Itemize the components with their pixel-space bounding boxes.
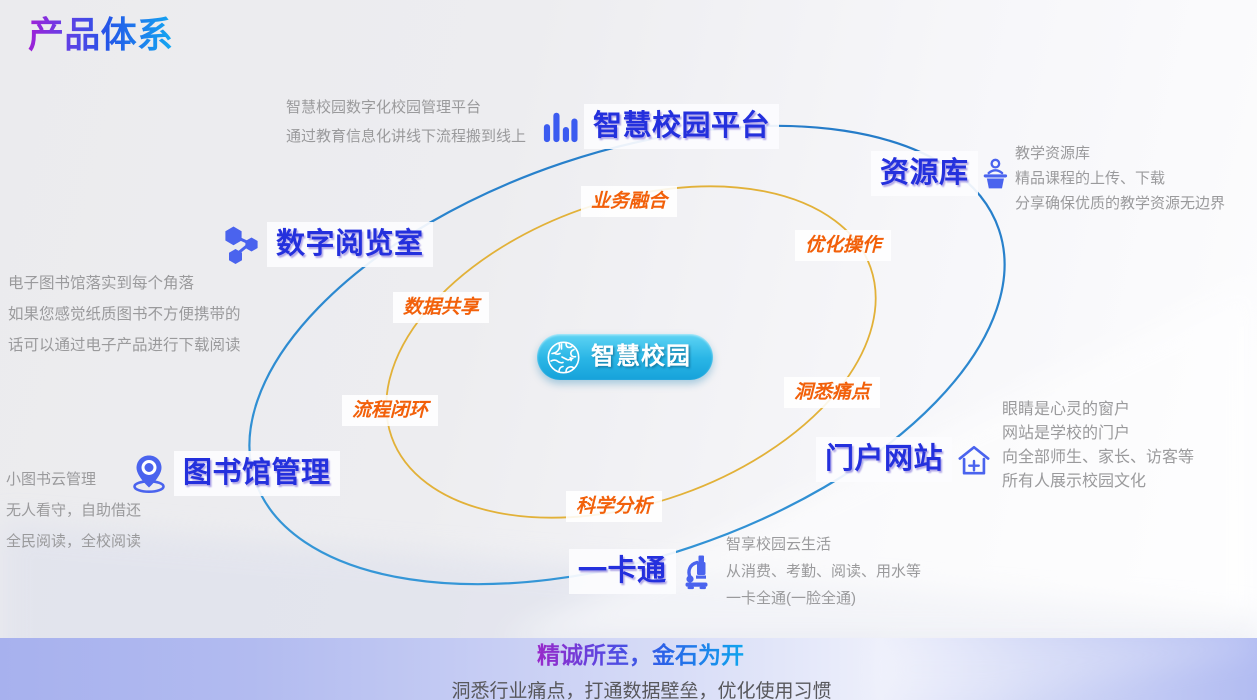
page-title: 产品体系 [28, 6, 173, 58]
desc-library: 小图书云管理 无人看守，自助借还 全民阅读，全校阅读 [6, 471, 142, 550]
node-reading: 数字阅览室 [222, 222, 433, 267]
node-card-label: 一卡通 [569, 549, 676, 594]
node-library: 图书馆管理 [129, 451, 340, 496]
desc-card: 智享校园云生活 从消费、考勤、阅读、用水等 一卡全通(一脸全通) [726, 536, 922, 607]
desc-resource: 教学资源库 精品课程的上传、下载 分享确保优质的教学资源无边界 [1015, 145, 1226, 212]
node-portal: 门户网站 [816, 437, 991, 482]
node-library-label: 图书馆管理 [174, 451, 340, 496]
node-resource-label: 资源库 [871, 151, 978, 196]
footer-slogan: 精诚所至，金石为开 [24, 636, 1257, 670]
ring-label-share: 数据共享 [393, 292, 490, 323]
podium-person-icon [983, 158, 1007, 189]
node-portal-label: 门户网站 [816, 437, 953, 482]
ring-label-loop: 流程闭环 [342, 395, 439, 426]
bar-chart-icon [543, 112, 578, 142]
house-plus-icon [958, 445, 990, 475]
footer-subtitle: 洞悉行业痛点，打通数据壁垒，优化使用习惯 [451, 681, 832, 700]
map-pin-icon [133, 455, 165, 493]
ring-label-fusion: 业务融合 [581, 186, 678, 217]
center-badge-label: 智慧校园 [591, 343, 691, 370]
desc-platform: 智慧校园数字化校园管理平台 通过教育信息化讲线下流程搬到线上 [286, 99, 527, 145]
node-resource: 资源库 [871, 151, 1008, 196]
desc-reading: 电子图书馆落实到每个角落 如果您感觉纸质图书不方便携带的 话可以通过电子产品进行… [8, 275, 241, 354]
brain-icon [547, 341, 580, 373]
node-reading-label: 数字阅览室 [267, 222, 433, 267]
footer-slogan-text: 精诚所至，金石为开 [537, 636, 744, 670]
desc-portal: 眼睛是心灵的窗户 网站是学校的门户 向全部师生、家长、访客等 所有人展示校园文化 [1002, 401, 1195, 490]
ring-label-optimize: 优化操作 [795, 230, 892, 261]
center-badge[interactable]: 智慧校园 [537, 334, 713, 380]
inner-orbit [385, 185, 877, 519]
ring-label-insight: 洞悉痛点 [784, 377, 881, 408]
ring-label-analyze: 科学分析 [566, 491, 663, 522]
microscope-icon [685, 555, 708, 589]
node-platform: 智慧校园平台 [542, 104, 780, 149]
node-card: 一卡通 [569, 549, 710, 594]
molecule-icon [225, 226, 258, 264]
node-platform-label: 智慧校园平台 [584, 104, 780, 149]
